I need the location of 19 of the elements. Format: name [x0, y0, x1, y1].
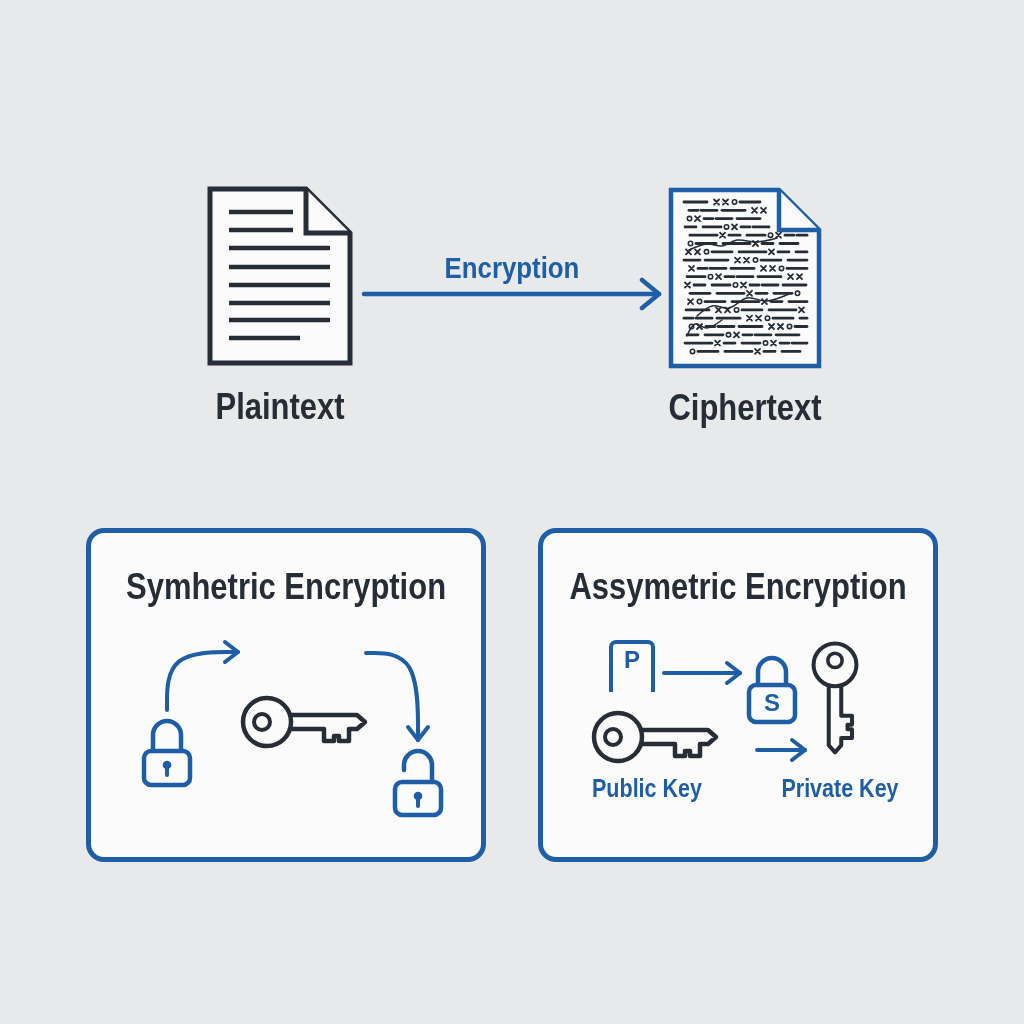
key-icon: [810, 638, 860, 756]
key-caption: Private Key: [781, 774, 899, 802]
panel-title: Assymetric Encryption: [569, 567, 907, 607]
letter-tag: [609, 640, 655, 692]
curved-arrow: [364, 651, 430, 742]
panel-title: Symhetric Encryption: [126, 567, 446, 607]
section-panel: [86, 528, 486, 862]
open-padlock-icon: [392, 746, 444, 818]
key-caption: Public Key: [592, 774, 702, 802]
document-label: Ciphertext: [668, 388, 822, 428]
arrow: [662, 661, 742, 685]
tag-letter: P: [624, 647, 640, 673]
arrow: [361, 277, 662, 311]
section-panel: [538, 528, 938, 862]
arrow: [755, 738, 807, 762]
curved-arrow: [165, 640, 240, 712]
lock-letter: S: [764, 690, 780, 716]
padlock-icon: [141, 716, 193, 788]
document-label: Plaintext: [215, 387, 345, 427]
